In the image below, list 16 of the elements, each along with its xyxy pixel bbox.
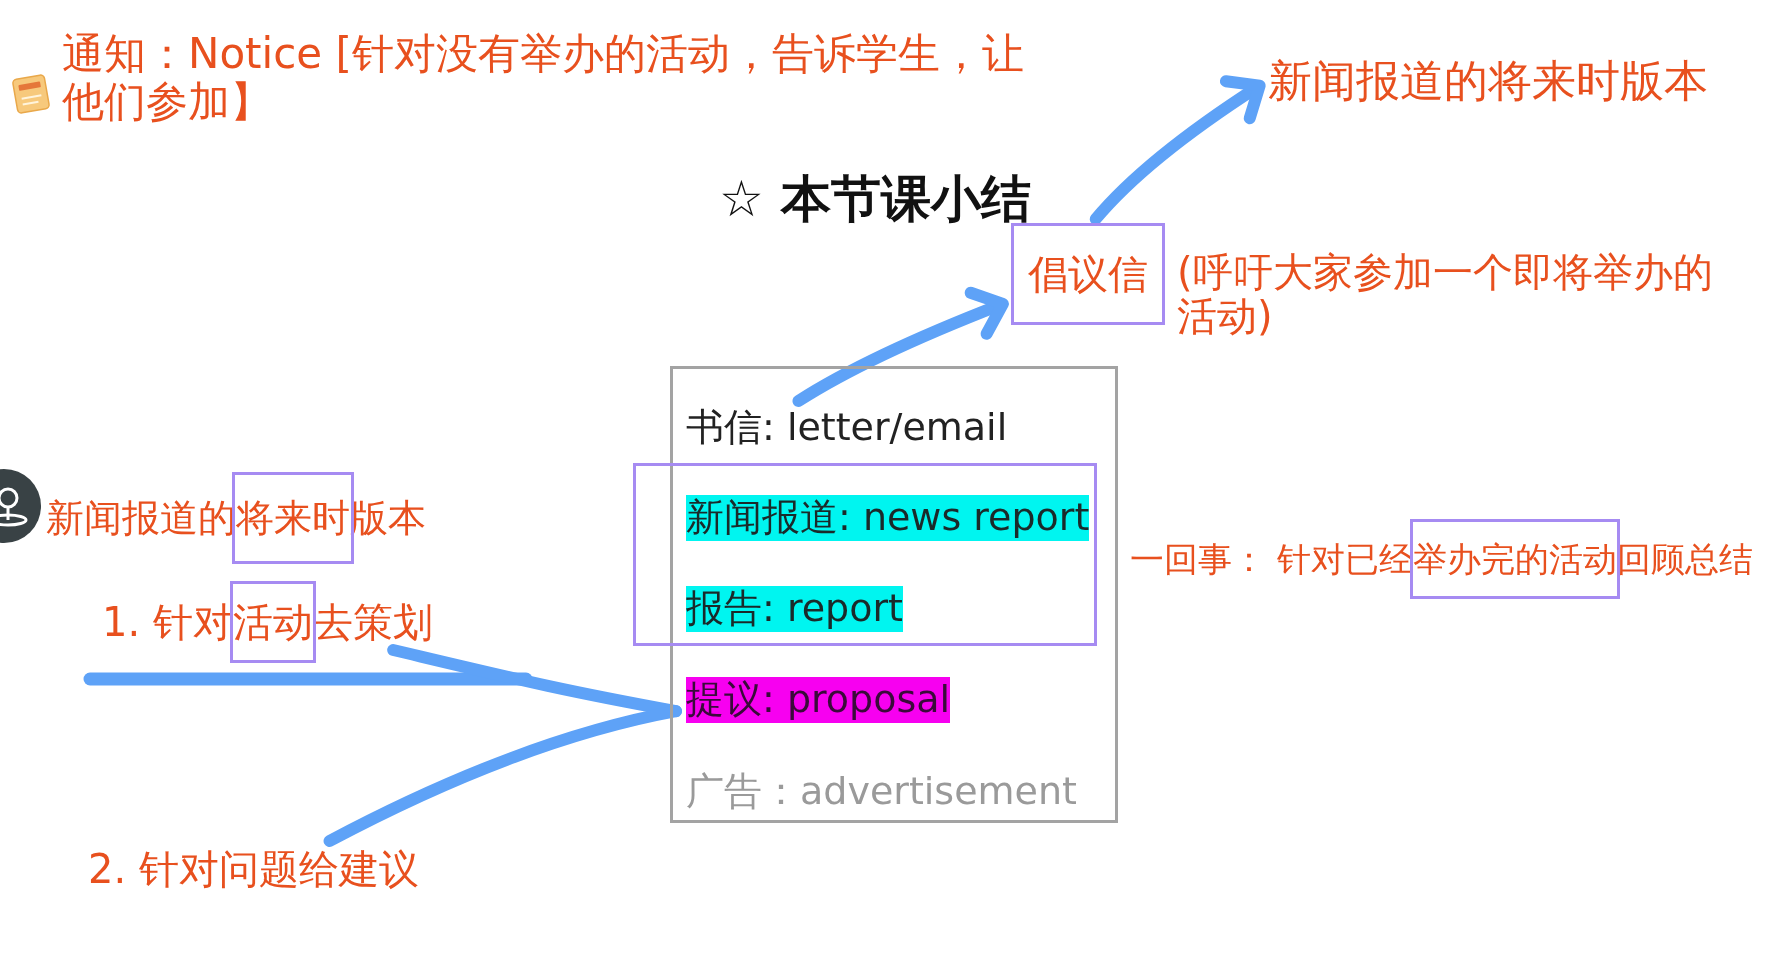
term-text: 广告：advertisement (686, 769, 1077, 815)
note-text: 一回事： 针对已经举办完的活动回顾总结 (1130, 540, 1754, 580)
boxed-term: 倡议信 (1011, 223, 1165, 325)
highlight-frame (633, 463, 1097, 646)
highlighted-term: 提议: proposal (686, 677, 951, 723)
note-text: 通知：Notice [针对没有举办的活动，告诉学生，让他们参加】 (62, 30, 1025, 127)
highlighted-term: 新闻报道: news report (686, 495, 1090, 541)
note-text: 新闻报道的将来时版本 (1268, 55, 1708, 108)
connector-line (323, 705, 682, 847)
arrow (792, 286, 1009, 407)
note-text: (呼吁大家参加一个即将举办的活动) (1177, 250, 1714, 338)
arrow (1089, 75, 1266, 225)
highlighted-term: 报告: report (686, 586, 903, 632)
term-text: 书信: letter/email (686, 405, 1008, 451)
note-text: 2. 针对问题给建议 (88, 845, 419, 893)
note-text: 1. 针对活动去策划 (102, 598, 433, 646)
